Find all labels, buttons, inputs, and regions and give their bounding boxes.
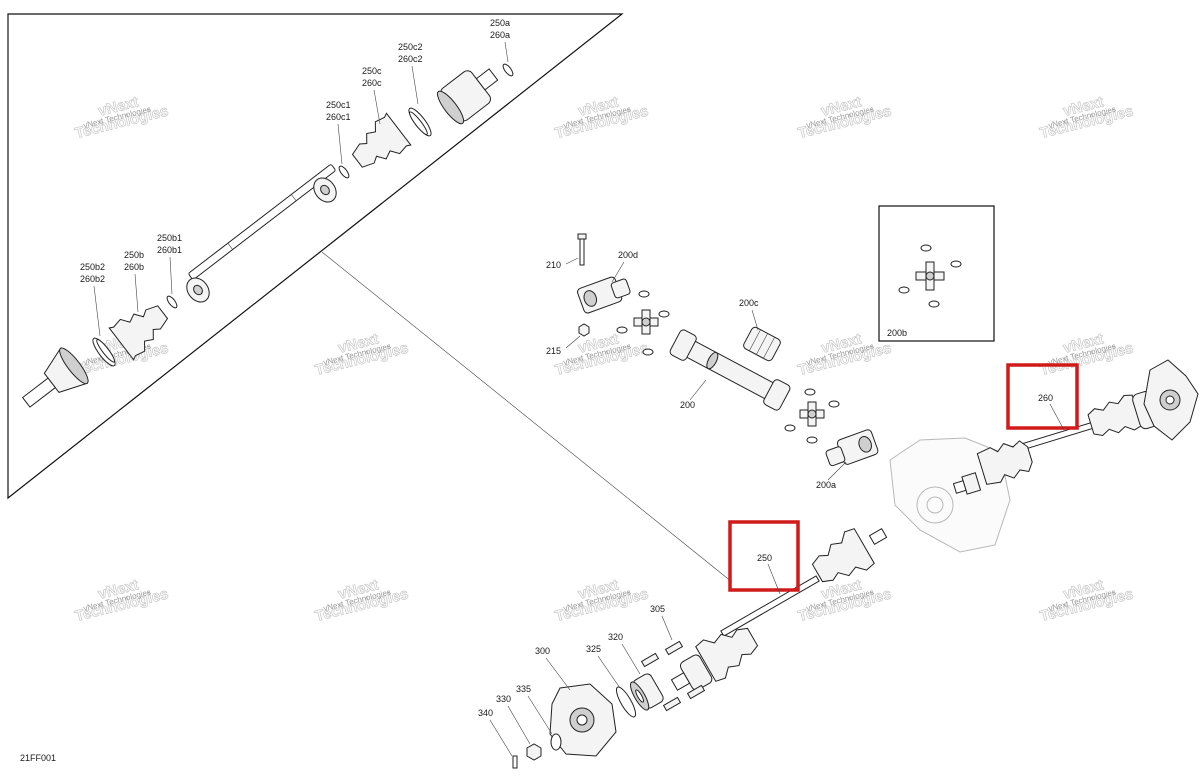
bolts-305 [640, 640, 706, 712]
callout-215: 215 [546, 346, 561, 356]
callout-250b1: 250b1 [157, 233, 182, 243]
nut-215 [578, 323, 590, 337]
watermark: vNext Technologies vNext Technologies [73, 576, 171, 625]
inset-callouts: 250a 260a 250c2 260c2 250c 260c 250c1 26… [80, 18, 510, 337]
hub-300 [549, 683, 617, 757]
circlips-upper [616, 290, 670, 356]
circlips-lower [784, 388, 840, 444]
stub-260-inner [952, 472, 982, 495]
callout-250c1: 250c1 [326, 100, 351, 110]
watermark: vNext Technologies vNext Technologies [796, 576, 894, 625]
callout-260c: 260c [362, 78, 382, 88]
watermark: vNext Technologies vNext Technologies [1038, 330, 1136, 379]
stub-250-inner [868, 527, 888, 546]
boot-250-outer [695, 627, 759, 682]
callout-335: 335 [516, 684, 531, 694]
inset-exploded-axle [21, 63, 514, 408]
watermark: vNext Technologies vNext Technologies [1038, 93, 1136, 142]
callout-250b: 250b [124, 250, 144, 260]
callout-320: 320 [608, 632, 623, 642]
callout-200b: 200b [887, 328, 907, 338]
cup-250-outer [670, 654, 713, 691]
callout-260b2: 260b2 [80, 274, 105, 284]
nut-330 [526, 743, 542, 761]
highlight-250 [728, 520, 800, 592]
propeller-shaft-group: 210 200d 215 [546, 233, 879, 490]
bellows-200c [743, 326, 781, 362]
inset-circlip-upper [502, 63, 514, 77]
callout-250: 250 [757, 553, 772, 563]
inset-box-200b [878, 205, 995, 342]
callout-260: 260 [1038, 393, 1053, 403]
callout-330: 330 [496, 694, 511, 704]
detail-inset-frame [7, 13, 624, 500]
watermark: vNext Technologies vNext Technologies [73, 93, 171, 142]
boot-250-inner [811, 528, 875, 583]
u-joint-cross-upper [633, 309, 659, 335]
watermark: vNext Technologies vNext Technologies [796, 330, 894, 379]
inset-tripod-lower [186, 277, 210, 303]
snap-ring-325 [615, 686, 637, 718]
yoke-200d [577, 276, 631, 314]
u-joint-kit-200b [898, 244, 962, 308]
callout-260c1: 260c1 [326, 112, 351, 122]
callout-250b2: 250b2 [80, 262, 105, 272]
watermark: vNext Technologies vNext Technologies [313, 576, 411, 625]
inset-shaft [188, 164, 336, 280]
yoke-200a [825, 429, 879, 467]
watermark: vNext Technologies vNext Technologies [1038, 576, 1136, 625]
callout-325: 325 [586, 644, 601, 654]
inset-boot-250b [108, 305, 169, 361]
washer-335 [550, 733, 562, 751]
callout-200a: 200a [816, 480, 836, 490]
watermark: vNext Technologies vNext Technologies [553, 93, 651, 142]
watermark: vNext Technologies vNext Technologies [796, 93, 894, 142]
hub-260 [1143, 359, 1199, 441]
wheel-hub-group: 305 320 325 300 335 [478, 604, 706, 769]
inset-band-250b2 [92, 337, 116, 367]
watermark: vNext Technologies vNext Technologies [313, 330, 411, 379]
callout-305: 305 [650, 604, 665, 614]
inset-tripod-upper [313, 177, 337, 203]
callout-300: 300 [535, 646, 550, 656]
inset-cup-250a [436, 68, 499, 125]
callout-200c: 200c [739, 298, 759, 308]
callout-250a: 250a [490, 18, 510, 28]
callout-250c2: 250c2 [398, 42, 423, 52]
callout-260b1: 260b1 [157, 245, 182, 255]
callout-260c2: 260c2 [398, 54, 423, 64]
inset-boot-250c [351, 112, 412, 168]
highlight-260 [1006, 363, 1079, 430]
callout-340: 340 [478, 708, 493, 718]
boot-260-inner [976, 440, 1033, 485]
inset-band-250c2 [408, 107, 432, 137]
figure-code: 21FF001 [20, 753, 56, 763]
callout-250c: 250c [362, 66, 382, 76]
bolt-210 [577, 233, 587, 266]
inset-clamp-250c1 [338, 165, 350, 179]
u-joint-cross-lower [799, 401, 825, 427]
callout-200d: 200d [618, 250, 638, 260]
callout-260a: 260a [490, 30, 510, 40]
inset-cup-250b [21, 347, 89, 408]
bearing-320 [630, 673, 664, 711]
inset-clamp-250b1 [166, 295, 178, 309]
callout-210: 210 [546, 260, 561, 270]
detail-pointer-line [321, 251, 733, 583]
drive-shaft-250 [670, 527, 888, 691]
prop-shaft-200 [669, 329, 791, 411]
watermark: vNext Technologies vNext Technologies [553, 330, 651, 379]
watermark: vNext Technologies vNext Technologies [553, 576, 651, 625]
cotter-pin-340 [512, 755, 518, 769]
callout-260b: 260b [124, 262, 144, 272]
differential-housing-ghost [889, 437, 1011, 553]
callout-200: 200 [680, 400, 695, 410]
drive-shaft-260 [952, 359, 1199, 495]
